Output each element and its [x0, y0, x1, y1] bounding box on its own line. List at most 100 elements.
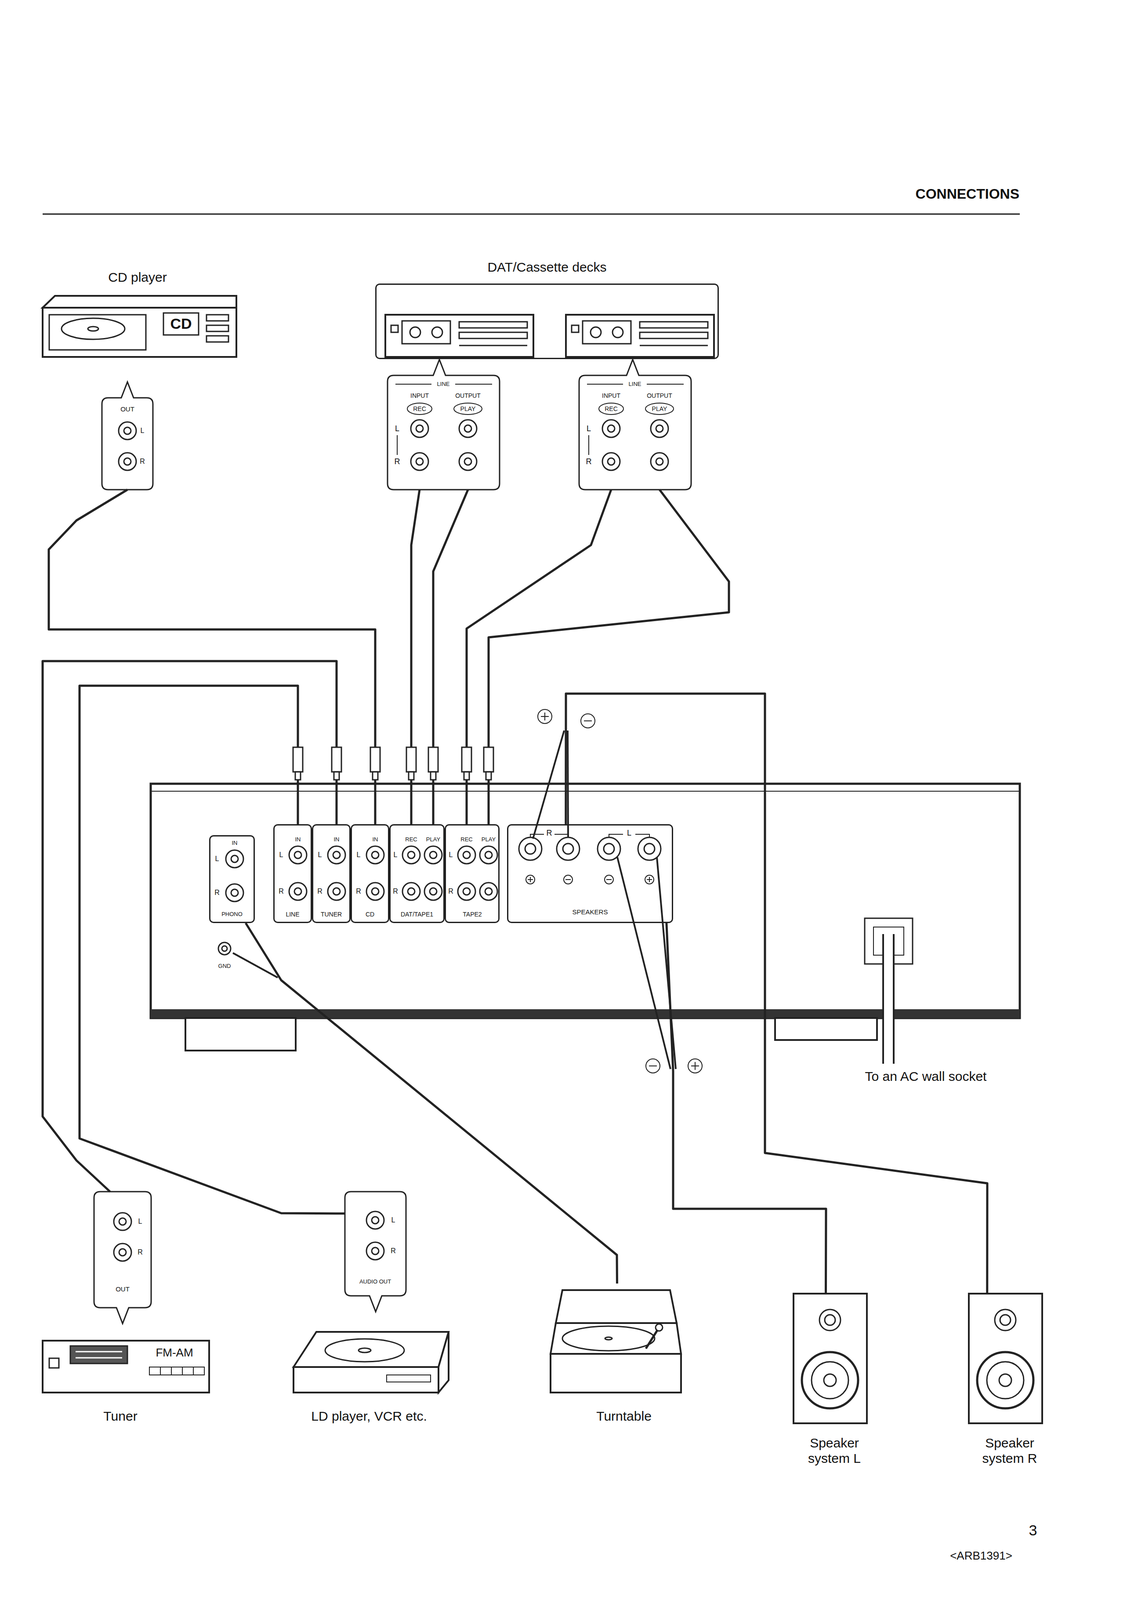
- node-text: REC: [405, 836, 417, 843]
- node-text: LINE: [628, 380, 642, 388]
- speaker-terminal: [518, 837, 661, 860]
- rca-jack: [119, 1248, 127, 1256]
- tuner: FM-AMTuner: [42, 1340, 210, 1392]
- polarity-mark: [688, 1058, 703, 1073]
- ld-player-drawing: [358, 1347, 371, 1352]
- polarity-mark: [583, 720, 592, 722]
- speaker-lead: [532, 730, 565, 839]
- rca-plug: [461, 746, 472, 772]
- ld-player-drawing: [293, 1331, 449, 1367]
- node-text: CD: [365, 910, 375, 918]
- jack-balloon: LROUT: [94, 1191, 152, 1308]
- tuner-drawing: [75, 1350, 123, 1352]
- cable: [245, 922, 617, 1283]
- rca-plug: [430, 771, 436, 780]
- node-text: L: [215, 854, 220, 863]
- cassette-deck-drawing: [385, 314, 534, 357]
- amplifier-jack: [402, 882, 421, 900]
- amplifier-jack: [463, 851, 471, 859]
- document-code: <ARB1391>: [949, 1548, 1013, 1562]
- cable: [79, 685, 345, 1214]
- node-text: R: [586, 456, 592, 467]
- node-text: FM-AM: [155, 1345, 193, 1359]
- polarity-mark: [544, 712, 546, 721]
- node-text: IN: [295, 836, 301, 843]
- tuner-drawing: [159, 1366, 161, 1375]
- tuner-drawing: [42, 1340, 210, 1392]
- speaker-terminal: [562, 843, 574, 854]
- amplifier-jack: [294, 887, 302, 895]
- polarity-mark: [563, 874, 573, 884]
- tuner-drawing: [70, 1345, 128, 1363]
- rca-jack: [366, 1241, 385, 1260]
- amplifier-jack: [457, 845, 476, 864]
- panel-marking: [588, 434, 590, 455]
- amplifier-jack: [225, 849, 244, 868]
- amplifier-jack: [289, 882, 307, 900]
- cd-player-drawing: [206, 335, 229, 342]
- node-text: L: [449, 850, 453, 859]
- rca-jack: [366, 1210, 385, 1229]
- node-text: L: [626, 828, 632, 838]
- rca-plug: [428, 746, 439, 772]
- node-text: LINE: [437, 380, 450, 388]
- rca-jack: [371, 1216, 379, 1224]
- amplifier-jack: [424, 882, 443, 900]
- panel-marking: [598, 402, 624, 415]
- speaker-drawing: [793, 1293, 867, 1423]
- ground-terminal: [221, 945, 228, 951]
- speaker-drawing: [801, 1351, 859, 1408]
- node-text: L: [391, 1215, 396, 1224]
- jack-balloon: [387, 359, 500, 490]
- speaker-drawing: [968, 1293, 1043, 1423]
- tuner-drawing: [42, 1340, 210, 1392]
- amplifier-jack: [294, 851, 302, 859]
- rca-jack: [655, 424, 664, 432]
- cassette-deck-drawing: [385, 314, 714, 357]
- polarity-mark: [648, 876, 650, 882]
- turntable-drawing: [562, 1325, 655, 1351]
- rca-plug: [408, 771, 414, 780]
- turntable-drawing: [555, 1289, 677, 1323]
- jack-balloon: LRAUDIO OUT: [344, 1191, 406, 1296]
- node-text: INPUT: [410, 391, 429, 399]
- panel-marking: [453, 402, 482, 415]
- tape-group: LRECPLAYRDAT/TAPE1: [389, 823, 445, 923]
- node-text: L: [356, 850, 361, 859]
- speaker-terminal: [556, 837, 580, 860]
- polarity-mark: [645, 874, 654, 884]
- speaker-drawing: [811, 1361, 849, 1399]
- speaker-terminal: [518, 837, 542, 860]
- cd-player-drawing: [42, 295, 237, 357]
- terminal-bracket: [530, 833, 544, 838]
- header-rule: [42, 213, 1020, 215]
- node-text: L: [393, 850, 398, 859]
- amplifier-jack: [225, 883, 244, 902]
- cassette-deck-drawing: [639, 332, 708, 339]
- ld-player-drawing: [386, 1374, 431, 1382]
- cd-player-drawing: [206, 314, 229, 321]
- node-text: PLAY: [481, 836, 496, 843]
- speaker: Speaker system L: [793, 1293, 867, 1423]
- speaker-drawing: [977, 1351, 1034, 1408]
- amplifier-jack: [479, 882, 498, 900]
- cassette-deck-drawing: [431, 326, 443, 338]
- node-text: AUDIO OUT: [359, 1278, 392, 1285]
- amplifier-jack: [333, 887, 341, 895]
- amplifier-jack: [463, 887, 471, 895]
- node-text: R: [546, 828, 553, 838]
- rca-jack: [118, 421, 137, 440]
- tuner-drawing: [192, 1366, 194, 1375]
- amplifier-body: [775, 1017, 877, 1040]
- polarity-mark: [580, 713, 595, 728]
- speaker-drawing: [999, 1373, 1012, 1386]
- jack-balloon: [101, 381, 153, 490]
- amplifier-jack: [366, 845, 385, 864]
- jack-balloon: OUTLR: [101, 397, 153, 490]
- amplifier-jack: [407, 851, 415, 859]
- ac-socket-and-cord: [884, 933, 893, 1064]
- node-text: REC: [604, 405, 618, 413]
- cable: [433, 489, 468, 824]
- note: To an AC wall socket: [865, 1068, 987, 1084]
- rca-plug: [370, 746, 381, 772]
